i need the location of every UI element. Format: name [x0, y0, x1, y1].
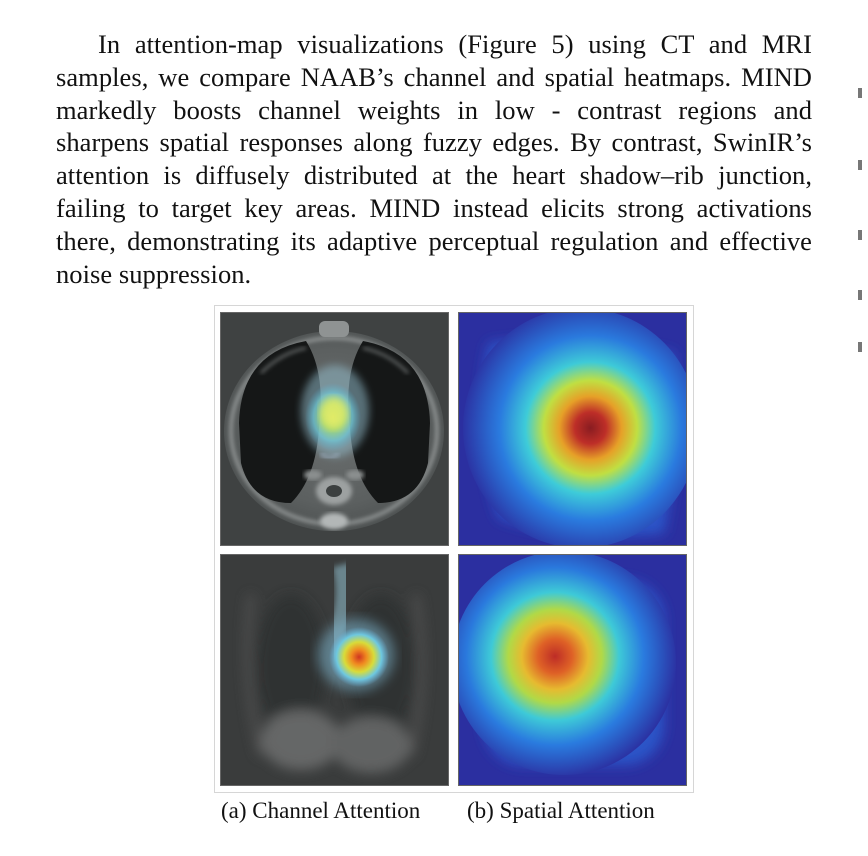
caption-channel-attention: (a) Channel Attention [221, 798, 421, 823]
figure-captions: (a) Channel Attention (b) Spatial Attent… [218, 796, 688, 828]
mri-spatial-attention-heatmap [458, 554, 687, 786]
figure-attention-maps [214, 305, 694, 793]
caption-spatial-attention: (b) Spatial Attention [467, 798, 655, 823]
body-paragraph: In attention-map visualizations (Figure … [56, 29, 812, 289]
ct-channel-attention-image [220, 312, 449, 546]
mri-channel-attention-image [220, 554, 449, 786]
ct-spatial-attention-heatmap [458, 312, 687, 546]
margin-marks [856, 80, 868, 380]
